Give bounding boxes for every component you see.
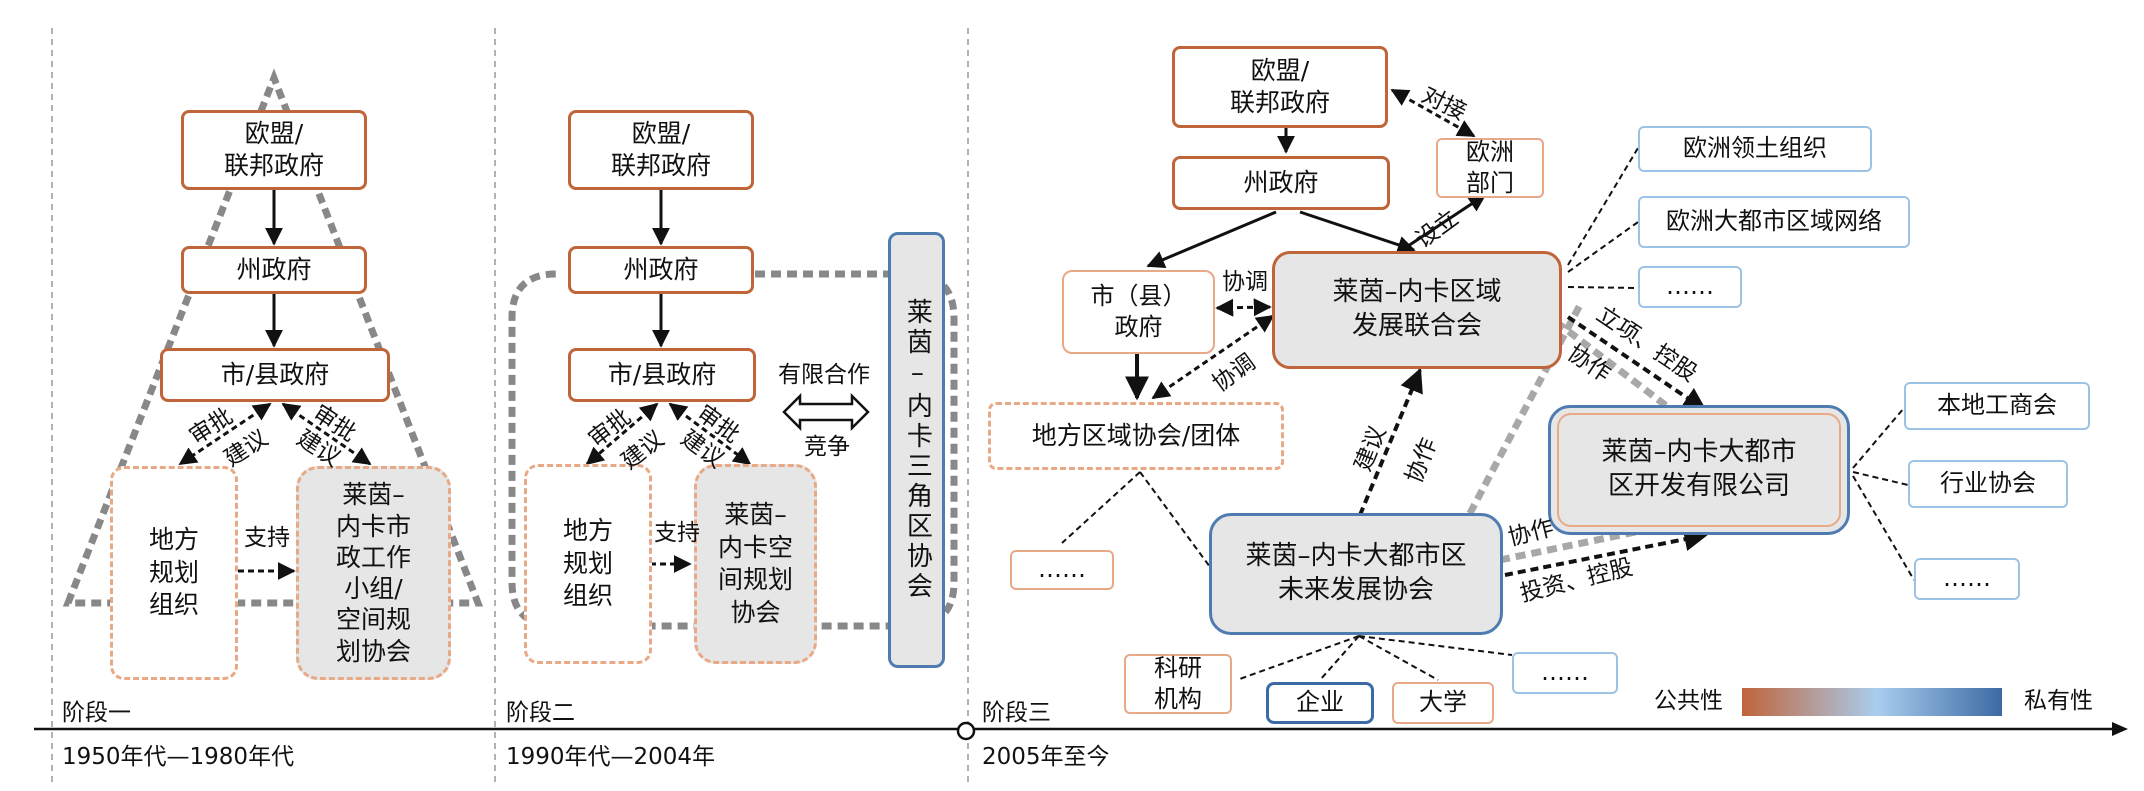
s3-coordinate-label-top: 协调: [1222, 269, 1268, 295]
s2-stage-label: 阶段二: [506, 700, 575, 726]
stage-dividers: [51, 28, 969, 786]
s2-limited-coop-label: 有限合作: [778, 362, 870, 388]
limited-cooperation-arrow: [782, 392, 870, 432]
stage3-connectors: [1061, 147, 1915, 681]
s2-support-label: 支持: [654, 520, 700, 546]
s1-working-group-box: 莱茵– 内卡市 政工作 小组/ 空间规 划协会: [296, 466, 451, 680]
stage1-arrows: [178, 190, 372, 580]
legend-private-label: 私有性: [2024, 688, 2093, 714]
s3-eu-federal-box: 欧盟/ 联邦政府: [1172, 46, 1388, 128]
stage3-arrows: [1125, 88, 1709, 577]
s3-dots-bottom-box: ……: [1512, 652, 1618, 694]
s3-local-associations-box: 地方区域协会/团体: [988, 402, 1284, 470]
s3-city-county-box: 市（县） 政府: [1062, 270, 1215, 354]
s3-research-box: 科研 机构: [1124, 654, 1232, 714]
s2-compete-label: 竞争: [804, 434, 850, 460]
s3-enterprise-box: 企业: [1266, 682, 1374, 724]
s1-period-label: 1950年代—1980年代: [62, 744, 295, 770]
s2-period-label: 1990年代—2004年: [506, 744, 716, 770]
s1-local-planning-box: 地方 规划 组织: [110, 466, 238, 680]
s3-future-assoc-box: 莱茵–内卡大都市区 未来发展协会: [1209, 513, 1503, 635]
s3-period-label: 2005年至今: [982, 744, 1110, 770]
s2-eu-federal-box: 欧盟/ 联邦政府: [568, 110, 754, 190]
s3-eu-territory-box: 欧洲领土组织: [1638, 126, 1872, 172]
s2-spatial-planning-assoc-box: 莱茵– 内卡空 间规划 协会: [694, 464, 817, 664]
s3-stage-label: 阶段三: [982, 700, 1051, 726]
s3-dots-right-box: ……: [1914, 558, 2020, 600]
s3-university-box: 大学: [1392, 682, 1494, 724]
s1-state-government-box: 州政府: [181, 246, 367, 294]
s1-stage-label: 阶段一: [62, 700, 131, 726]
s3-state-government-box: 州政府: [1172, 156, 1390, 210]
s1-eu-federal-box: 欧盟/ 联邦政府: [181, 110, 367, 190]
s3-development-company-box: 莱茵–内卡大都市 区开发有限公司: [1548, 405, 1850, 535]
s3-development-company-inner-border: [1557, 413, 1841, 527]
timeline: [34, 721, 2128, 741]
s3-eu-metro-network-box: 欧洲大都市区域网络: [1638, 196, 1910, 248]
s2-city-county-box: 市/县政府: [568, 348, 756, 402]
s3-eu-department-box: 欧洲 部门: [1436, 138, 1544, 198]
s3-dots-left-box: ……: [1010, 550, 1114, 590]
legend-public-label: 公共性: [1654, 688, 1723, 714]
stage2-arrows: [585, 190, 752, 573]
s3-dots-top-box: ……: [1638, 266, 1742, 308]
s1-city-county-box: 市/县政府: [160, 348, 390, 402]
s1-support-label: 支持: [244, 525, 290, 551]
s2-triangle-association-box: 莱茵–内卡三角区协会: [888, 232, 945, 668]
s3-industry-assoc-box: 行业协会: [1908, 460, 2068, 508]
s2-local-planning-box: 地方 规划 组织: [524, 464, 652, 664]
s3-chamber-box: 本地工商会: [1904, 382, 2090, 430]
public-private-gradient: [1742, 688, 2002, 716]
s2-state-government-box: 州政府: [568, 246, 754, 294]
stage1-influence-triangle: [62, 68, 484, 607]
s3-regional-union-box: 莱茵–内卡区域 发展联合会: [1272, 251, 1562, 369]
